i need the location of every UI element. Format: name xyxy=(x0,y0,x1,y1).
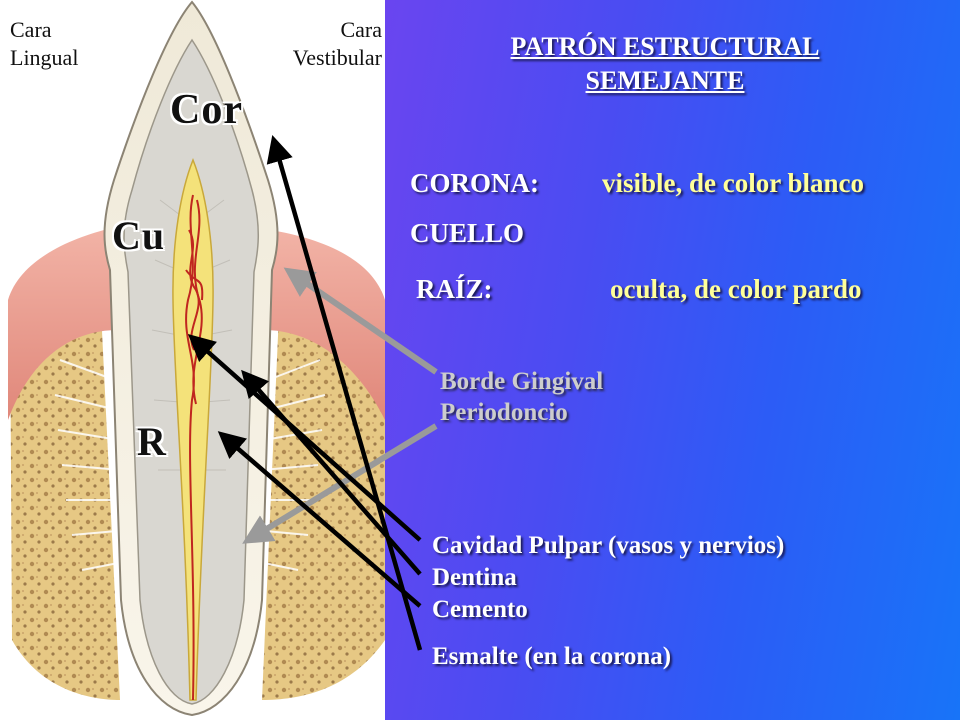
description-corona: visible, de color blanco xyxy=(602,168,865,198)
label-periodoncio: Periodoncio xyxy=(440,399,568,426)
description-raiz: oculta, de color pardo xyxy=(610,274,862,304)
lingual-label-line-2: Lingual xyxy=(10,45,79,70)
tooth-cross-section-illustration: Cara Lingual Cara Vestibular Cor Cu R xyxy=(0,0,385,720)
vestibular-face-label: Cara Vestibular xyxy=(258,16,382,72)
term-raiz: RAÍZ: xyxy=(416,274,493,304)
pulp-vessels xyxy=(185,194,204,701)
term-corona: CORONA: xyxy=(410,168,539,198)
blue-content-panel xyxy=(385,0,960,720)
vestibular-label-line-1: Cara xyxy=(340,17,382,42)
vestibular-label-line-2: Vestibular xyxy=(292,45,382,70)
neck-zone-label: Cu xyxy=(112,213,166,258)
slide-title: PATRÓN ESTRUCTURAL SEMEJANTE xyxy=(455,30,875,98)
lingual-label-line-1: Cara xyxy=(10,17,52,42)
label-esmalte: Esmalte (en la corona) xyxy=(432,643,672,670)
slide-title-line-2: SEMEJANTE xyxy=(585,66,745,95)
slide-title-line-1: PATRÓN ESTRUCTURAL xyxy=(510,32,820,61)
label-dentina: Dentina xyxy=(432,564,517,591)
label-borde-gingival: Borde Gingival xyxy=(440,368,604,395)
term-cuello: CUELLO xyxy=(410,218,525,248)
lingual-face-label: Cara Lingual xyxy=(10,16,78,72)
crown-zone-label: Cor xyxy=(170,87,243,133)
label-cavidad-pulpar: Cavidad Pulpar (vasos y nervios) xyxy=(432,532,785,559)
gingiva-left xyxy=(8,228,118,420)
label-cemento: Cemento xyxy=(432,596,528,623)
root-zone-label: R xyxy=(137,419,167,464)
alveolar-bone-left xyxy=(10,278,120,700)
